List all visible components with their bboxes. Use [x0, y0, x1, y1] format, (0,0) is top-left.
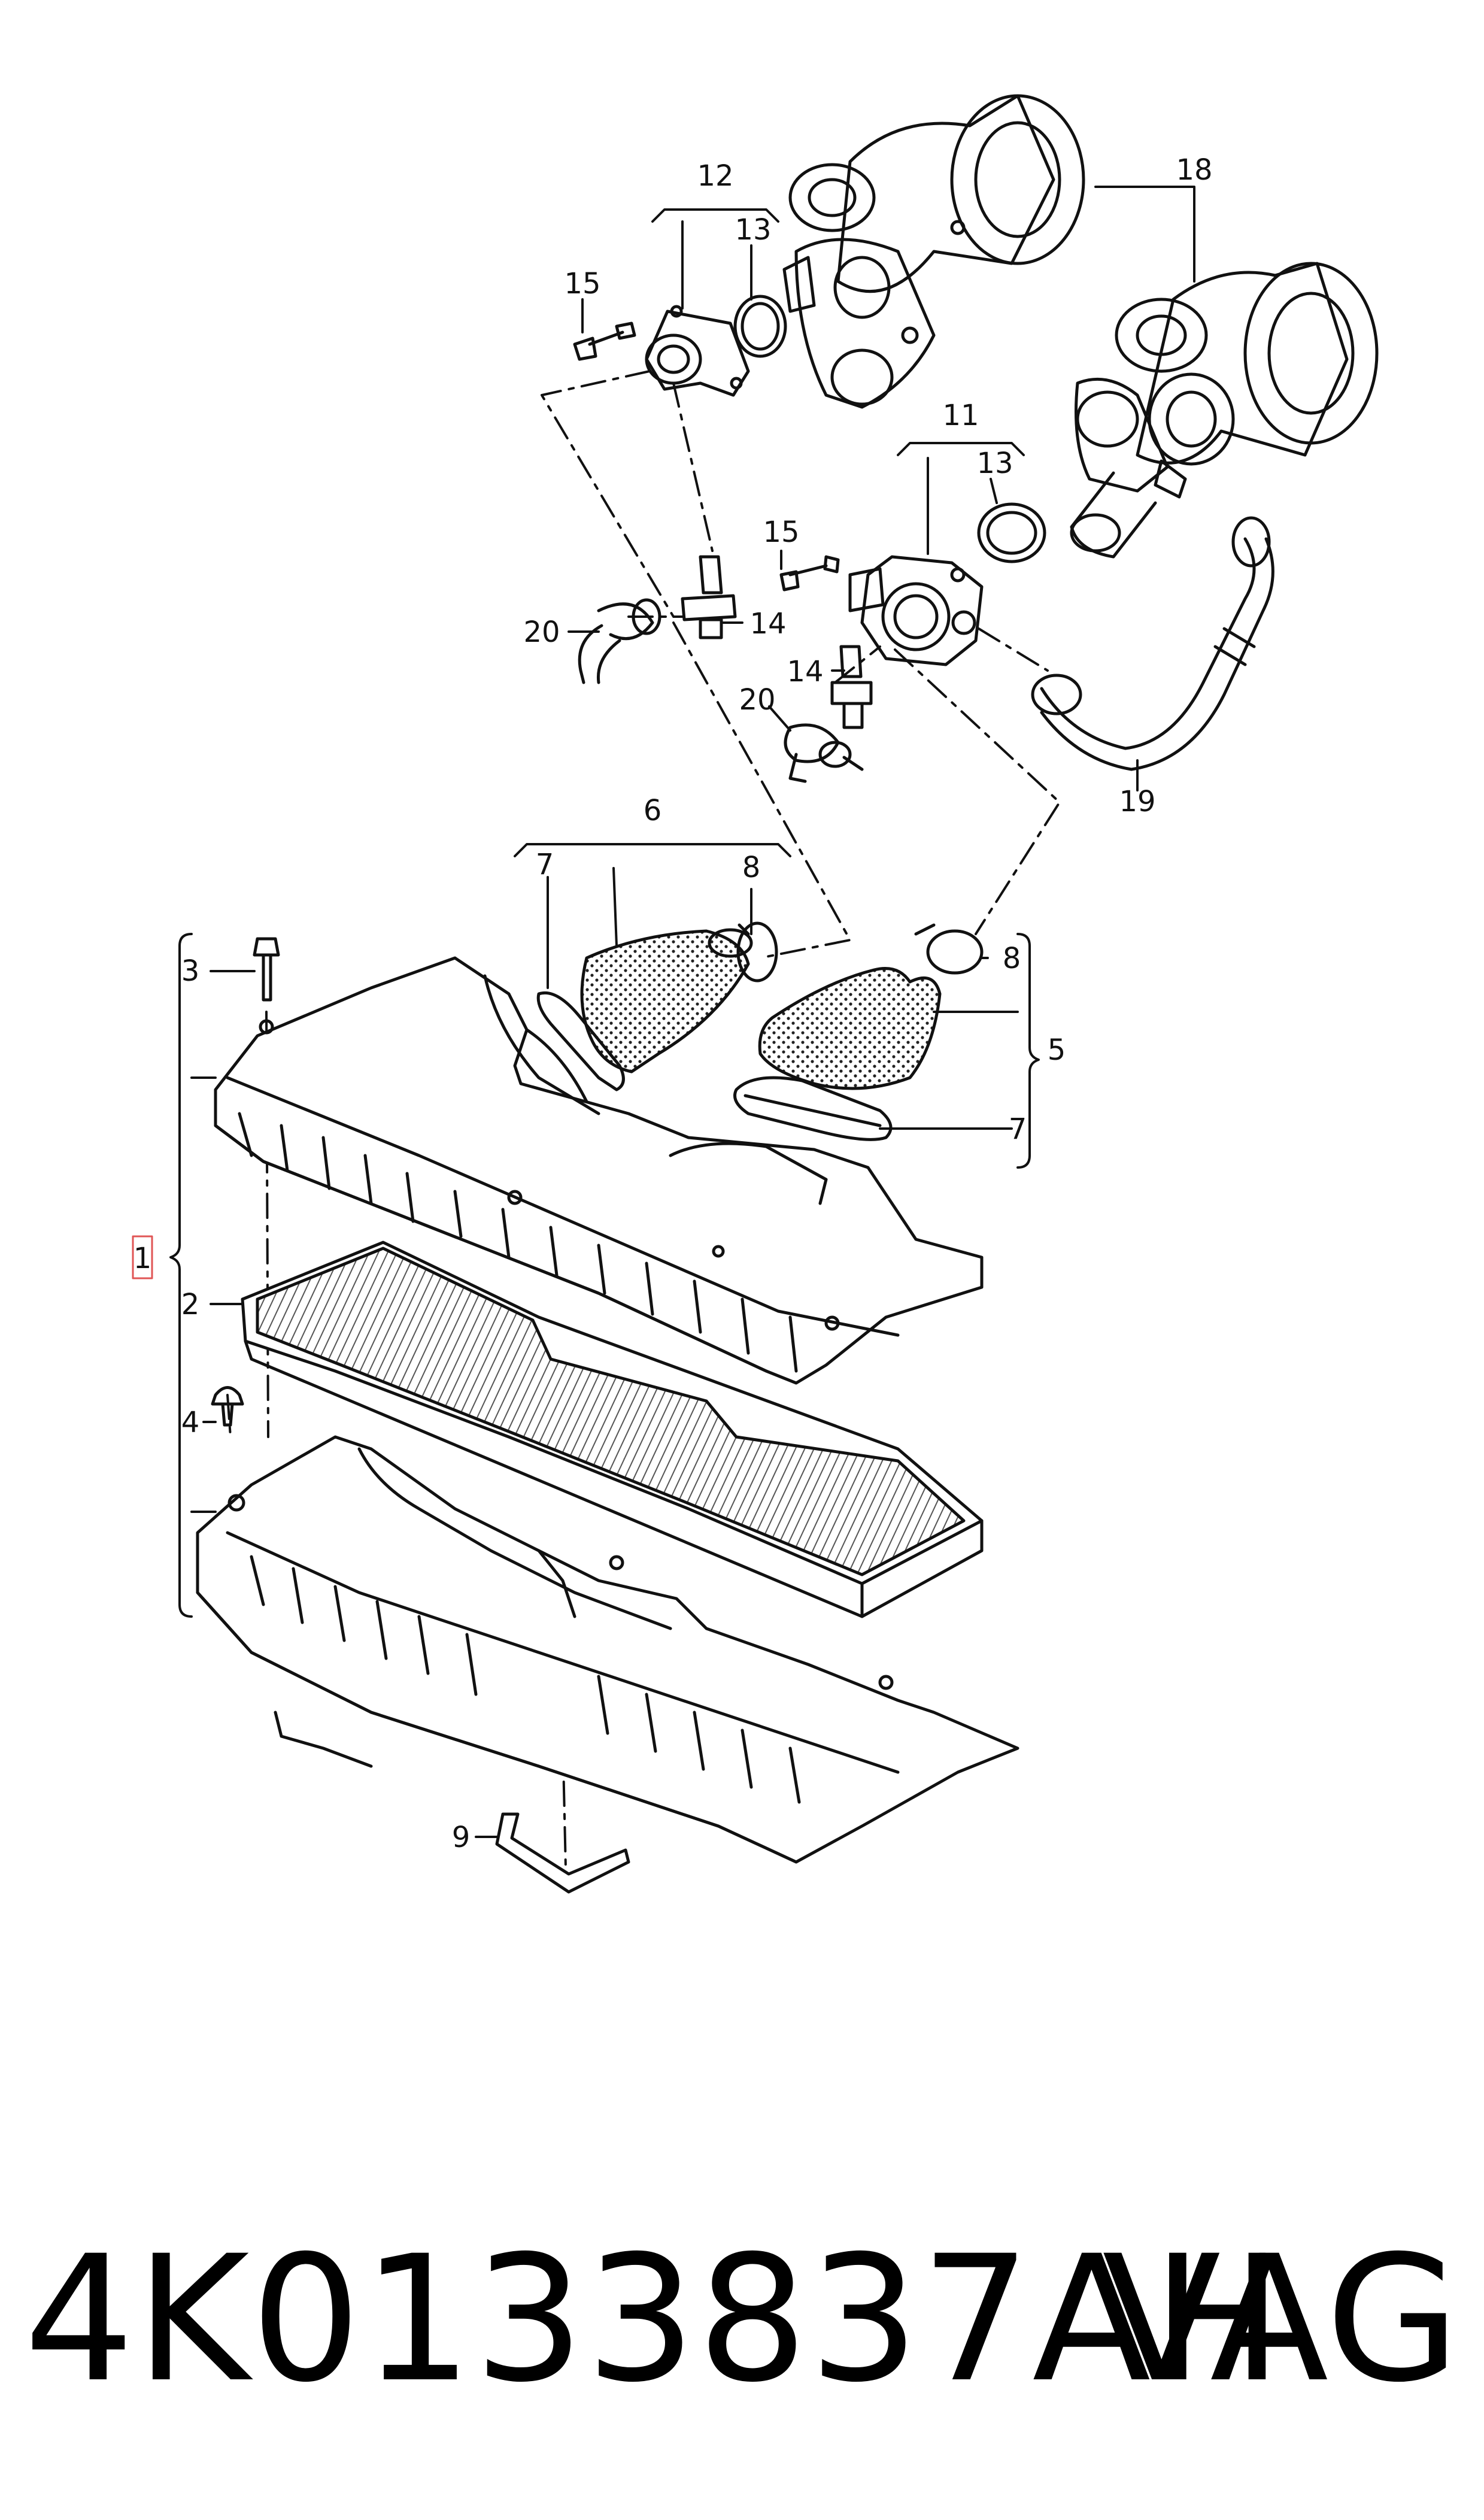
screw-3 — [253, 937, 280, 1002]
flange-11 — [848, 555, 984, 666]
leader-lines — [169, 186, 1195, 1838]
callout-7-left: 7 — [536, 848, 554, 881]
callout-19: 19 — [1119, 785, 1155, 818]
bolt-15-lower — [779, 555, 840, 592]
hose-20-upper — [578, 598, 661, 684]
callout-1: 1 — [133, 1242, 152, 1275]
tee-connector-14-lower — [830, 645, 873, 729]
callout-9: 9 — [452, 1821, 471, 1854]
clamp-8-right — [914, 923, 984, 975]
air-filter-housing-upper — [214, 956, 984, 1385]
part-number: 4K0133837AH — [24, 2219, 1284, 2421]
callout-8-left: 8 — [742, 851, 761, 884]
callout-13-upper: 13 — [735, 213, 771, 247]
clamp-8-left — [736, 921, 778, 982]
clip-4 — [211, 1386, 244, 1427]
air-filter-element — [241, 1241, 984, 1618]
intake-bellows-5 — [758, 967, 942, 1090]
callout-5: 5 — [1048, 1033, 1066, 1067]
callout-18: 18 — [1176, 153, 1212, 187]
callout-11: 11 — [942, 399, 979, 432]
tee-connector-14-upper — [681, 555, 737, 639]
hose-19 — [1031, 516, 1274, 771]
callout-14-lower: 14 — [787, 655, 823, 689]
intake-bellows-6 — [580, 928, 753, 1073]
callout-3: 3 — [181, 954, 200, 988]
callout-4: 4 — [181, 1406, 200, 1439]
gasket-13-upper — [733, 295, 787, 358]
callout-20-upper: 20 — [523, 615, 560, 649]
callout-13-lower: 13 — [976, 447, 1013, 480]
callout-12: 12 — [697, 159, 733, 193]
callout-2: 2 — [181, 1288, 200, 1321]
callout-15-upper: 15 — [564, 267, 600, 301]
callout-15-lower: 15 — [763, 515, 799, 549]
hose-20-lower — [784, 723, 864, 783]
gasket-13-lower — [977, 502, 1046, 563]
turbocharger-upper — [782, 94, 1085, 409]
callout-6: 6 — [644, 794, 662, 827]
air-filter-housing-lower — [196, 1435, 1019, 1864]
flange-12 — [645, 305, 750, 397]
seal-7-right — [733, 1076, 893, 1141]
exploded-parts-diagram: 18 12 13 15 11 13 15 20 14 14 20 19 6 7 … — [132, 94, 1379, 1894]
callout-7-right: 7 — [1009, 1112, 1027, 1146]
callout-1-highlight-box — [132, 1235, 153, 1279]
brand-name: VAG — [1102, 2219, 1460, 2421]
callout-labels: 18 12 13 15 11 13 15 20 14 14 20 19 6 7 … — [133, 153, 1213, 1854]
turbocharger-lower — [1070, 262, 1379, 559]
seal-7-left — [536, 991, 625, 1091]
hose-9 — [495, 1812, 630, 1894]
callout-8-right: 8 — [1003, 942, 1021, 975]
callout-20-lower: 20 — [739, 683, 775, 717]
callout-14-upper: 14 — [749, 607, 786, 641]
bolt-15-upper — [573, 322, 636, 361]
